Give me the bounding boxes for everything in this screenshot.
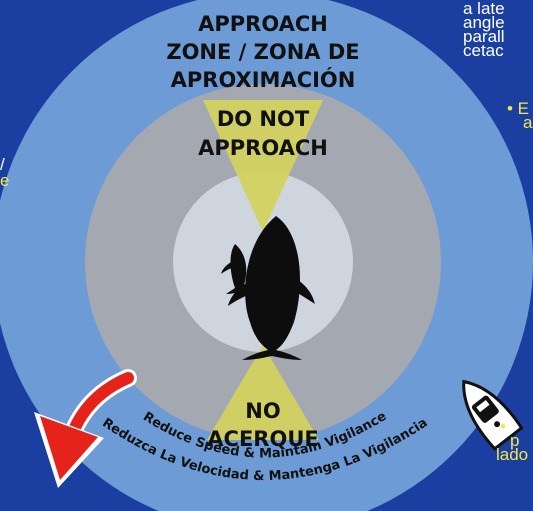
side-text-left-1: / xyxy=(0,155,5,174)
side-text-left-2: e xyxy=(0,171,10,190)
side-text-right-top-3: parall xyxy=(463,27,505,46)
side-text-right-bottom-3: lado xyxy=(496,445,529,464)
whale-calf-icon xyxy=(221,244,253,294)
side-text-right-bottom-1: • xyxy=(500,417,506,436)
no-acerque-line1: NO xyxy=(245,399,280,423)
boat-icon xyxy=(462,379,524,451)
approach-zone-title-line1: APPROACH xyxy=(198,12,328,36)
side-text-right-top-4: cetac xyxy=(463,41,504,60)
approach-zone-title-line3: APROXIMACIÓN xyxy=(171,67,356,92)
side-text-right-bullet-2: a xyxy=(523,113,533,132)
whale-adult-icon xyxy=(228,216,315,360)
side-text-right-bottom-2: p xyxy=(510,431,520,450)
do-not-approach-line2: APPROACH xyxy=(198,136,328,160)
side-text-right-top-2: angle xyxy=(463,13,505,32)
do-not-approach-line1: DO NOT xyxy=(217,107,310,131)
no-acerque-line2: ACERQUE xyxy=(207,427,318,451)
do-not-approach-cone-front xyxy=(203,100,323,232)
side-text-right-top-1: a late xyxy=(463,0,505,18)
side-text-right-bullet-1: • E xyxy=(507,99,530,118)
approach-zone-title-line2: ZONE / ZONA DE xyxy=(166,40,359,64)
curved-arrow-icon xyxy=(34,369,137,488)
do-not-approach-cone-rear xyxy=(207,345,319,440)
